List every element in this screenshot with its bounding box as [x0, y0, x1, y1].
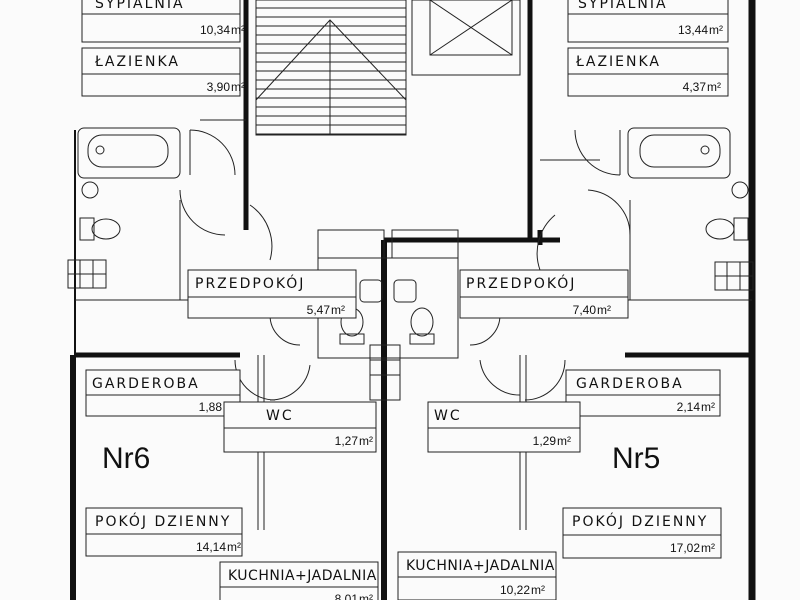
room-area: 3,90 [207, 80, 231, 94]
room-kitchen-right: KUCHNIA+JADALNIA 10,22 m² [397, 551, 557, 600]
apartment-number-left: Nr6 [102, 442, 150, 475]
area-unit: m² [701, 400, 715, 414]
lift-shaft [411, 0, 521, 76]
room-hall-left: PRZEDPOKÓJ 5,47 m² [187, 269, 357, 319]
room-name: ŁAZIENKA [94, 54, 180, 70]
area-unit: m² [231, 23, 245, 37]
room-kitchen-left: KUCHNIA+JADALNIA 8,01 m² [219, 561, 379, 600]
room-area: 5,47 [307, 303, 331, 317]
room-name: ŁAZIENKA [575, 54, 661, 70]
room-area: 7,40 [573, 303, 597, 317]
room-name: GARDEROBA [92, 376, 200, 392]
area-unit: m² [531, 583, 545, 597]
room-bedroom-right: SYPIALNIA 13,44 m² [567, 0, 729, 43]
room-name: GARDEROBA [576, 376, 684, 392]
door-swings [179, 129, 631, 401]
sink-left-icon [81, 181, 99, 199]
room-wardrobe-right: GARDEROBA 2,14 m² [565, 369, 721, 417]
room-bedroom-left: SYPIALNIA 10,34 m² [81, 0, 245, 43]
area-unit: m² [597, 303, 611, 317]
area-unit: m² [359, 592, 373, 600]
room-area: 2,14 [677, 400, 701, 414]
area-unit: m² [231, 80, 245, 94]
room-name: WC [434, 408, 462, 424]
room-living-right: POKÓJ DZIENNY 17,02 m² [562, 507, 722, 559]
room-bath-left: ŁAZIENKA 3,90 m² [81, 47, 245, 97]
room-wardrobe-left: GARDEROBA 1,88 m² [85, 369, 241, 417]
bathtub-right-icon [627, 127, 731, 179]
toilet-left-icon [79, 217, 121, 241]
radiator-right-icon [714, 261, 754, 291]
room-hall-right: PRZEDPOKÓJ 7,40 m² [459, 269, 629, 319]
room-name: SYPIALNIA [578, 0, 668, 12]
room-area: 17,02 [670, 541, 700, 555]
room-name: PRZEDPOKÓJ [466, 274, 576, 292]
room-bath-right: ŁAZIENKA 4,37 m² [567, 47, 729, 97]
room-name: KUCHNIA+JADALNIA [406, 558, 555, 574]
area-unit: m² [331, 303, 345, 317]
room-area: 13,44 [678, 23, 708, 37]
room-living-left: POKÓJ DZIENNY 14,14 m² [85, 507, 243, 557]
staircase [255, 0, 407, 136]
area-unit: m² [359, 434, 373, 448]
area-unit: m² [709, 23, 723, 37]
room-wc-right: WC 1,29 m² [427, 401, 581, 453]
room-name: SYPIALNIA [95, 0, 185, 12]
room-area: 10,34 [200, 23, 230, 37]
area-unit: m² [701, 541, 715, 555]
room-area: 4,37 [683, 80, 707, 94]
apartment-number-right: Nr5 [612, 442, 660, 475]
vent-shafts [317, 229, 459, 401]
area-unit: m² [557, 434, 571, 448]
room-area: 1,29 [533, 434, 557, 448]
radiator-left-icon [67, 259, 107, 289]
room-area: 10,22 [500, 583, 530, 597]
room-name: WC [266, 408, 294, 424]
room-area: 1,27 [335, 434, 359, 448]
area-unit: m² [227, 540, 241, 554]
toilet-right-icon [705, 217, 749, 241]
room-wc-left: WC 1,27 m² [223, 401, 377, 453]
room-area: 14,14 [196, 540, 226, 554]
room-name: PRZEDPOKÓJ [195, 274, 305, 292]
sink-right-icon [731, 181, 749, 199]
room-name: POKÓJ DZIENNY [95, 512, 231, 530]
room-area: 8,01 [335, 592, 359, 600]
room-name: KUCHNIA+JADALNIA [228, 568, 377, 584]
area-unit: m² [707, 80, 721, 94]
bathtub-left-icon [77, 127, 181, 179]
room-area: 1,88 [199, 400, 223, 414]
room-name: POKÓJ DZIENNY [572, 512, 708, 530]
